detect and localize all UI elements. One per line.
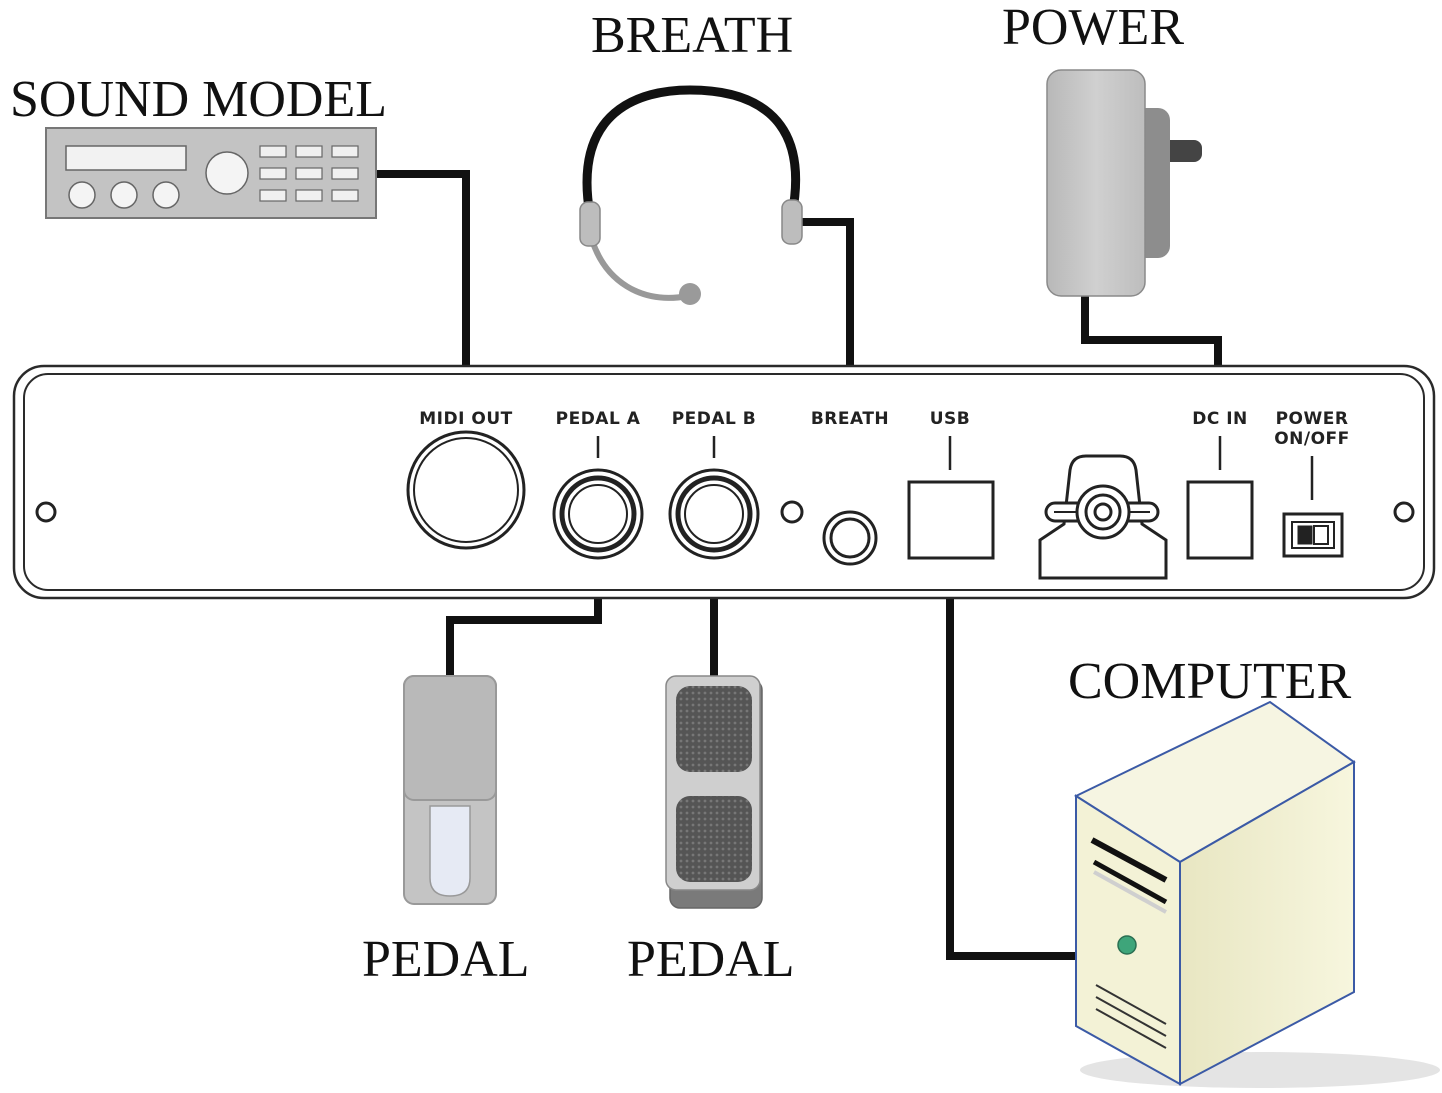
expression-pedal-pad-top [676, 686, 752, 772]
computer-label: COMPUTER [1068, 653, 1351, 710]
earpiece-left [579, 201, 601, 247]
adapter-prong [1160, 140, 1202, 162]
pedal-a-device-label: PEDAL [362, 931, 530, 988]
headband [582, 85, 801, 216]
breath-cable [800, 218, 854, 404]
breath-port-label: BREATH [811, 409, 889, 429]
panel-screw-left [35, 501, 57, 523]
sound-module-knob [110, 181, 138, 209]
mic-boom [589, 239, 689, 301]
adapter-body [1046, 69, 1146, 297]
computer-power-led [1117, 935, 1137, 955]
sound-module-knob [68, 181, 96, 209]
breath-headset-device [579, 85, 803, 305]
breath-jack [822, 510, 878, 566]
dc-in-label: DC IN [1192, 409, 1248, 429]
pedal-a-jack [552, 468, 644, 560]
sustain-pedal-device [403, 675, 497, 905]
pedal-b-device-label: PEDAL [627, 931, 795, 988]
power-switch [1282, 512, 1344, 558]
expression-pedal-device [665, 675, 763, 909]
power-label: POWER [1002, 0, 1184, 56]
computer-vents [1095, 984, 1167, 1049]
pedal-a-label: PEDAL A [556, 409, 641, 429]
sound-module-device [45, 127, 377, 219]
earpiece-right [781, 199, 803, 245]
computer-drive-bay-2 [1092, 859, 1168, 905]
cable-clamp [1038, 454, 1168, 580]
panel-screw-middle [780, 500, 804, 524]
sound-module-buttons [259, 145, 359, 202]
sound-module-display [65, 145, 187, 171]
power-switch-label-line1: POWER [1276, 409, 1349, 429]
power-adapter-device [1046, 69, 1202, 297]
panel-inner [23, 373, 1425, 591]
computer-tower-device [1073, 700, 1440, 1088]
pedal-b-jack [668, 468, 760, 560]
expression-pedal-pad-bottom [676, 796, 752, 882]
panel-screw-right [1393, 501, 1415, 523]
computer-drive-bay-1 [1090, 837, 1168, 883]
sustain-pedal-top [403, 675, 497, 801]
dc-in-port [1186, 480, 1254, 560]
sustain-pedal-slot [429, 805, 471, 897]
breath-label: BREATH [591, 7, 793, 64]
sound-module-dial [205, 151, 249, 195]
sound-module-knob [152, 181, 180, 209]
midi-out-label: MIDI OUT [419, 409, 512, 429]
sound-model-label: SOUND MODEL [10, 71, 387, 128]
power-switch-label-line2: ON/OFF [1274, 429, 1350, 449]
midi-cable [376, 170, 470, 404]
usb-label: USB [930, 409, 971, 429]
usb-cable [946, 564, 1080, 960]
pedal-b-label: PEDAL B [672, 409, 757, 429]
mic-head [679, 283, 701, 305]
midi-out-port [406, 430, 526, 550]
usb-port [907, 480, 995, 560]
rear-panel: MIDI OUT PEDAL A PEDAL B BREATH USB [12, 364, 1436, 600]
